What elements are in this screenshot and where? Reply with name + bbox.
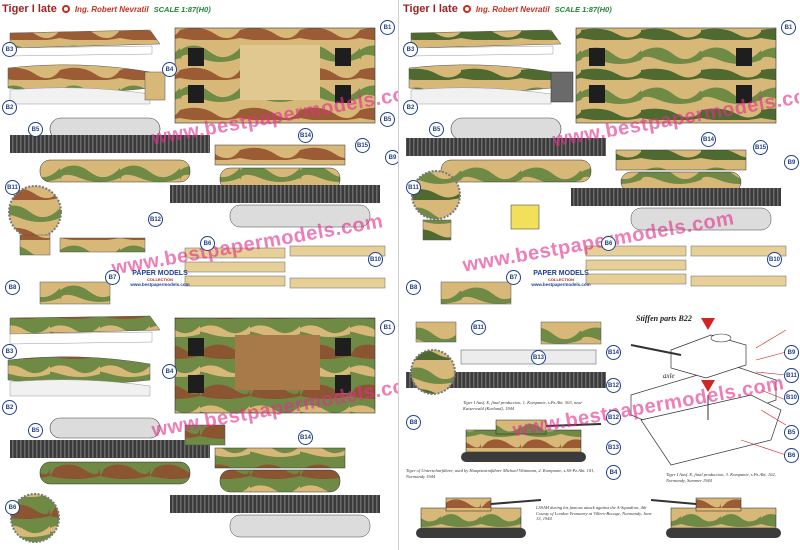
left-top-hull-group [7, 27, 386, 305]
part-label-b6: B6 [601, 236, 616, 251]
right-sheet-parts-art [406, 27, 787, 538]
caption-2: Tiger of Unterscharführer, used by Haupt… [406, 468, 595, 479]
logo-icon [462, 5, 471, 13]
part-label-b15: B15 [355, 138, 370, 153]
part-label-b2: B2 [403, 100, 418, 115]
part-label-b9: B9 [784, 155, 799, 170]
part-label-b3: B3 [2, 42, 17, 57]
part-label-b11: B11 [406, 180, 421, 195]
part-label-b3-lower: B3 [2, 344, 17, 359]
part-label-b3: B3 [403, 42, 418, 57]
left-sheet-scale: SCALE 1:87(H0) [153, 4, 211, 14]
part-label-b10-lower: B10 [784, 390, 799, 405]
part-label-b10: B10 [767, 252, 782, 267]
part-label-b12: B12 [606, 378, 621, 393]
part-label-b4: B4 [606, 465, 621, 480]
part-label-b11-right: B11 [784, 368, 799, 383]
left-sheet-header: Tiger I late Ing. Robert Nevratil SCALE … [2, 2, 211, 16]
part-label-b8-lower: B8 [406, 415, 421, 430]
tank-illustration-1 [461, 419, 602, 462]
part-label-b1: B1 [380, 20, 395, 35]
logo-line1: PAPER MODELS [132, 270, 188, 277]
part-label-b2: B2 [2, 100, 17, 115]
logo-icon [61, 5, 70, 13]
part-label-b13-lower: B13 [606, 440, 621, 455]
part-label-b2-lower: B2 [2, 400, 17, 415]
part-label-b11-lower: B11 [471, 320, 486, 335]
part-label-b4-lower: B4 [162, 364, 177, 379]
right-sheet-author: Ing. Robert Nevratil [475, 4, 550, 14]
right-bottom-assembly-group [406, 318, 787, 538]
part-label-b5-lower: B5 [28, 423, 43, 438]
part-label-b5: B5 [429, 122, 444, 137]
part-label-b14: B14 [298, 128, 313, 143]
left-bottom-hull-group [7, 315, 380, 543]
part-label-b7: B7 [506, 270, 521, 285]
axle-label: axle [663, 372, 675, 380]
part-label-b12-lower: B12 [606, 410, 621, 425]
right-sheet: Tiger I late Ing. Robert Nevratil SCALE … [401, 0, 799, 550]
right-sheet-header: Tiger I late Ing. Robert Nevratil SCALE … [403, 2, 612, 16]
logo-line2: COLLECTION [147, 277, 173, 282]
part-label-b9-lower: B9 [784, 345, 799, 360]
part-label-b1-lower: B1 [380, 320, 395, 335]
part-label-b14-lower: B14 [298, 430, 313, 445]
tank-illustration-3 [650, 497, 781, 538]
part-label-b7: B7 [105, 270, 120, 285]
part-label-b8: B8 [5, 280, 20, 295]
logo-line1: PAPER MODELS [533, 270, 589, 277]
part-label-b5: B5 [28, 122, 43, 137]
stiffen-instruction: Stiffen parts B22 [636, 314, 692, 323]
part-label-b5-lower: B5 [784, 425, 799, 440]
caption-1: Tiger I Ausf. E, final production, 1. Ko… [463, 400, 583, 411]
left-paper-models-logo: PAPER MODELS COLLECTION www.bestpapermod… [125, 270, 195, 287]
left-sheet-author: Ing. Robert Nevratil [74, 4, 149, 14]
tank-illustration-2 [416, 497, 542, 538]
left-sheet-parts-art [7, 27, 386, 543]
part-label-b6-lower: B6 [5, 500, 20, 515]
caption-4: LSSAH during his famous attack against t… [536, 505, 652, 521]
right-sheet-scale: SCALE 1:87(H0) [554, 4, 612, 14]
left-sheet-title: Tiger I late [2, 3, 57, 15]
right-paper-models-logo: PAPER MODELS COLLECTION www.bestpapermod… [526, 270, 596, 287]
right-top-parts-group [406, 27, 787, 305]
part-label-b9: B9 [385, 150, 398, 165]
part-label-b14: B14 [701, 132, 716, 147]
part-label-b1: B1 [781, 20, 796, 35]
right-sheet-title: Tiger I late [403, 3, 458, 15]
logo-line3: www.bestpapermodels.com [531, 282, 591, 287]
part-label-b13: B13 [531, 350, 546, 365]
part-label-b10: B10 [368, 252, 383, 267]
part-label-b12: B12 [148, 212, 163, 227]
part-label-b15: B15 [753, 140, 768, 155]
logo-line2: COLLECTION [548, 277, 574, 282]
part-label-b5-b: B5 [380, 112, 395, 127]
left-sheet: Tiger I late Ing. Robert Nevratil SCALE … [0, 0, 399, 550]
part-label-b14-lower: B14 [606, 345, 621, 360]
part-label-b8: B8 [406, 280, 421, 295]
part-label-b6: B6 [200, 236, 215, 251]
part-label-b4: B4 [162, 62, 177, 77]
part-label-b11: B11 [5, 180, 20, 195]
caption-3: Tiger I Ausf. E, final production, 3. Ko… [666, 472, 776, 483]
part-label-b6-lower: B6 [784, 448, 799, 463]
logo-line3: www.bestpapermodels.com [130, 282, 190, 287]
